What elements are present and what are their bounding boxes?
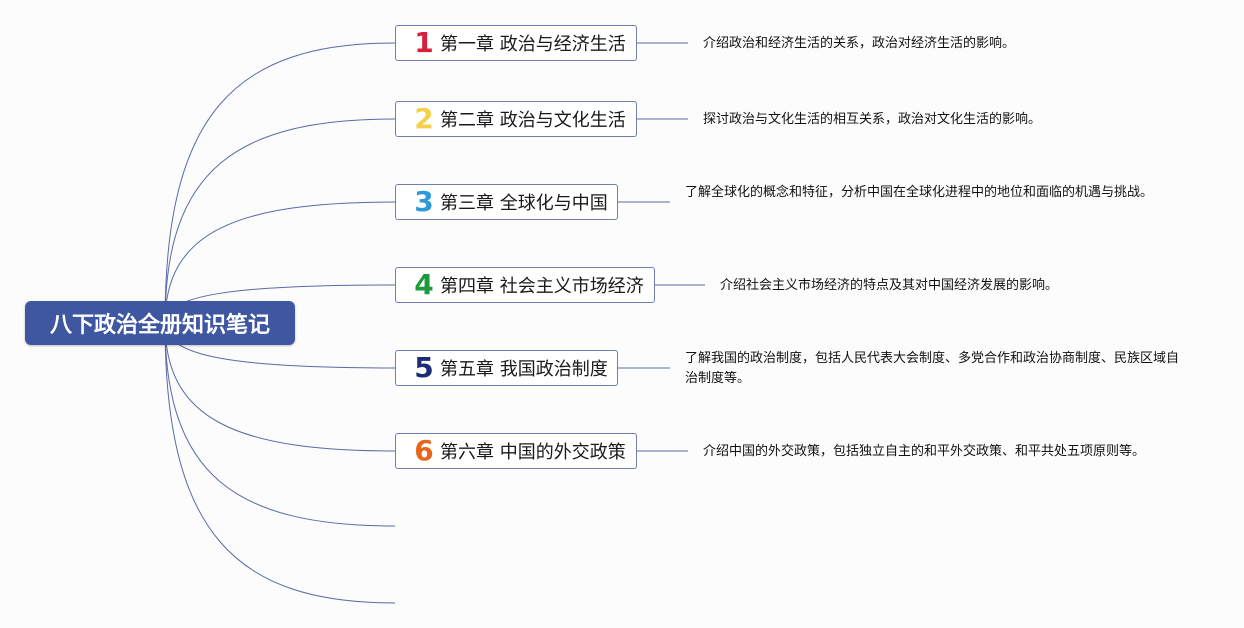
chapter-6-number: 6	[414, 434, 434, 467]
chapter-4-description: 介绍社会主义市场经济的特点及其对中国经济发展的影响。	[720, 278, 1059, 293]
root-topic[interactable]: 八下政治全册知识笔记	[25, 301, 295, 345]
chapter-5-node[interactable]: 5 第五章 我国政治制度	[395, 350, 618, 386]
root-title: 八下政治全册知识笔记	[49, 313, 270, 338]
chapter-1-title: 第一章 政治与经济生活	[440, 34, 626, 55]
chapter-4-number: 4	[414, 268, 434, 301]
chapter-3-node[interactable]: 3 第三章 全球化与中国	[395, 184, 618, 220]
chapter-3-title: 第三章 全球化与中国	[440, 193, 608, 214]
chapter-5-title: 第五章 我国政治制度	[440, 359, 608, 380]
chapter-6-description: 介绍中国的外交政策，包括独立自主的和平外交政策、和平共处五项原则等。	[703, 444, 1146, 459]
chapter-5-description: 了解我国的政治制度，包括人民代表大会制度、多党合作和政治协商制度、民族区域自治制…	[685, 351, 1180, 386]
chapter-1-description: 介绍政治和经济生活的关系，政治对经济生活的影响。	[703, 36, 1016, 51]
chapter-5-number: 5	[414, 351, 434, 384]
branch-line-3	[164, 201, 396, 324]
chapter-1-node[interactable]: 1 第一章 政治与经济生活	[395, 25, 637, 61]
chapter-2-number: 2	[414, 102, 434, 135]
chapter-1-number: 1	[414, 26, 434, 59]
branch-line-2	[164, 118, 396, 324]
chapter-2-description: 探讨政治与文化生活的相互关系，政治对文化生活的影响。	[703, 112, 1042, 127]
chapter-6-node[interactable]: 6 第六章 中国的外交政策	[395, 433, 637, 469]
branch-line-7	[164, 322, 396, 527]
chapter-4-title: 第四章 社会主义市场经济	[440, 276, 644, 297]
chapter-3-description: 了解全球化的概念和特征，分析中国在全球化进程中的地位和面临的机遇与挑战。	[685, 185, 1154, 200]
branch-line-8	[164, 322, 396, 604]
chapter-6-title: 第六章 中国的外交政策	[440, 442, 626, 463]
chapter-2-title: 第二章 政治与文化生活	[440, 110, 626, 131]
chapter-2-node[interactable]: 2 第二章 政治与文化生活	[395, 101, 637, 137]
chapter-4-node[interactable]: 4 第四章 社会主义市场经济	[395, 267, 655, 303]
branch-line-6	[164, 322, 396, 452]
chapter-3-number: 3	[414, 185, 434, 218]
branch-line-1	[164, 42, 396, 324]
